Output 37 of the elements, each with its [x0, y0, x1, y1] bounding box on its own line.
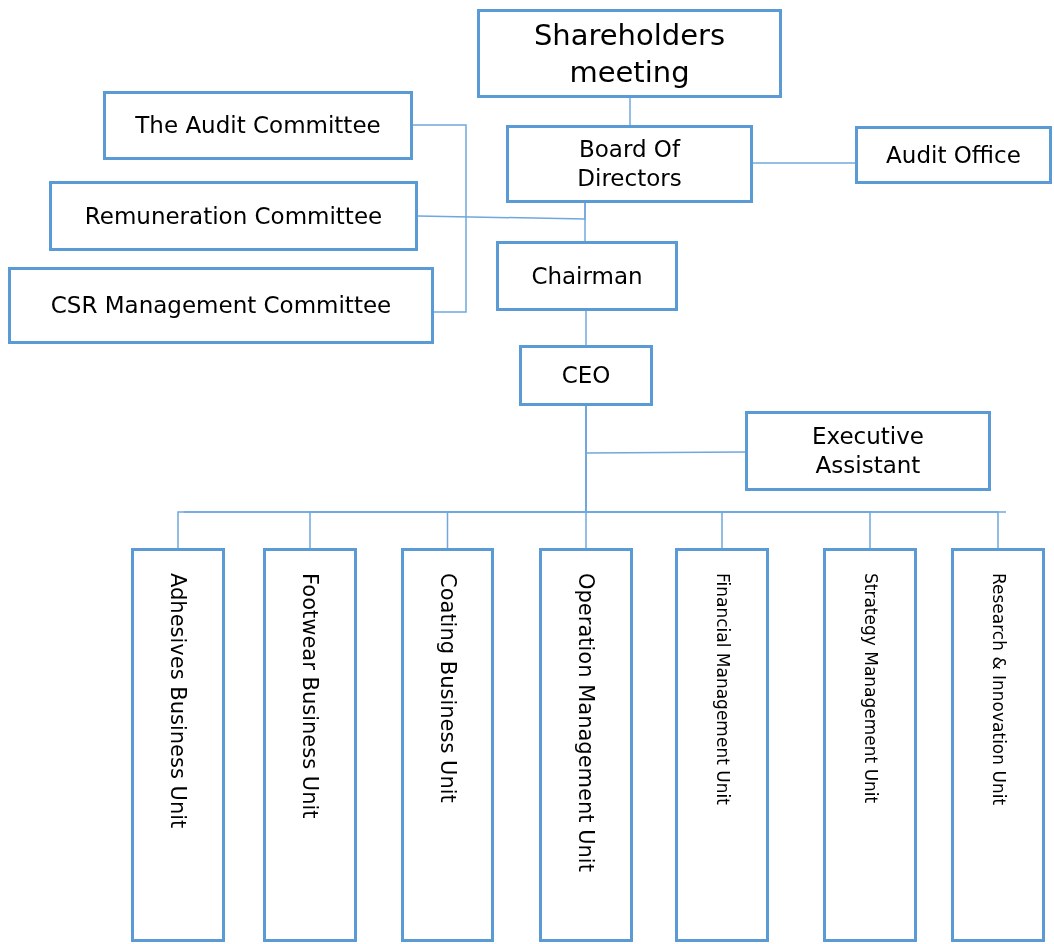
org-box [506, 125, 753, 203]
unit-box [401, 548, 494, 942]
org-box [477, 9, 782, 98]
node-label: Executive Assistant [811, 422, 925, 480]
node-label: Audit Office [886, 140, 1021, 170]
org-box [519, 345, 653, 406]
node-label: Coating Business Unit [434, 573, 461, 803]
node-label: Financial Management Unit [711, 573, 733, 805]
org-box [855, 126, 1052, 184]
node-label: Research & Innovation Unit [987, 573, 1009, 806]
connector-line [417, 202, 586, 220]
unit-box [539, 548, 633, 942]
unit-box [675, 548, 769, 942]
node-label: Remuneration Committee [84, 201, 383, 231]
node-label: CSR Management Committee [50, 291, 392, 320]
node-label: The Audit Committee [135, 111, 381, 140]
node-label: Footwear Business Unit [297, 573, 324, 819]
unit-box [823, 548, 917, 942]
node-label: Strategy Management Unit [859, 573, 881, 804]
node-label: Shareholders meeting [532, 17, 727, 90]
unit-box [263, 548, 357, 942]
org-box [496, 241, 678, 311]
org-box [49, 181, 418, 251]
connector-line [585, 310, 587, 346]
node-label: Board Of Directors [576, 135, 683, 193]
org-box [8, 267, 434, 344]
unit-box [951, 548, 1045, 942]
org-box [103, 91, 413, 160]
connector-line [412, 124, 467, 313]
connector-line [752, 162, 856, 164]
connector-line [629, 97, 631, 126]
node-label: CEO [561, 361, 611, 390]
org-box [745, 411, 991, 491]
unit-box [131, 548, 225, 942]
node-label: Adhesives Business Unit [165, 573, 192, 829]
node-label: Operation Management Unit [573, 573, 600, 872]
node-label: Chairman [531, 261, 643, 291]
